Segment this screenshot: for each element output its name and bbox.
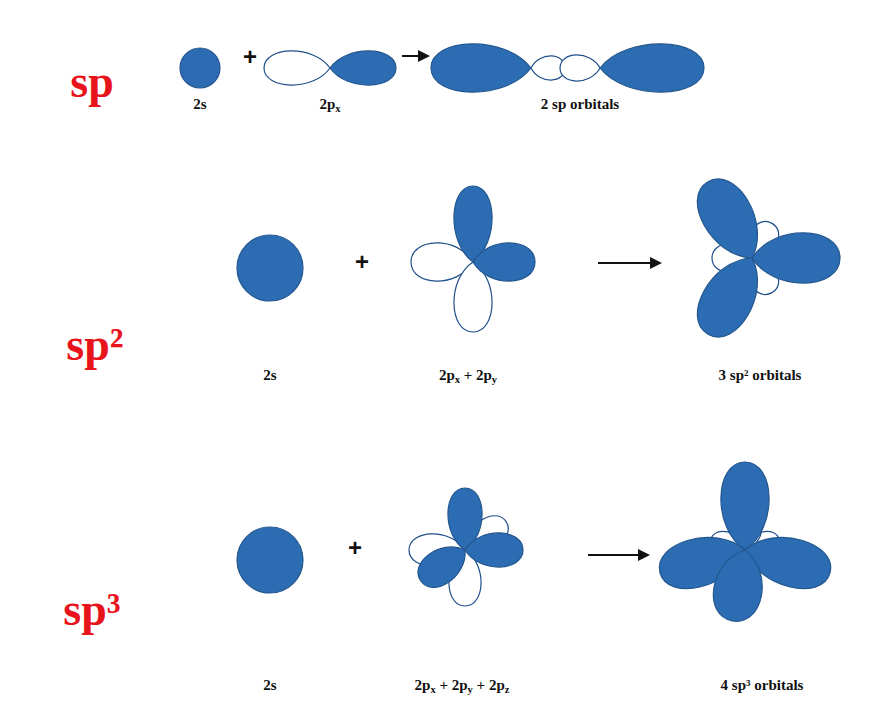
- s-orbital: [237, 527, 303, 593]
- hybrid-title: sp²: [66, 322, 123, 368]
- reaction-arrow: [402, 50, 430, 62]
- sp2-orbitals: [686, 169, 840, 347]
- orbital-label: 2s: [193, 97, 206, 112]
- orbital-label: 2s: [263, 368, 276, 383]
- reaction-arrow: [588, 549, 650, 561]
- blue-lobe: [473, 243, 535, 281]
- sp3-orbitals: [654, 462, 836, 625]
- blue-lobe: [721, 462, 769, 550]
- orbital-label: 4 sp³ orbitals: [721, 678, 804, 693]
- p-orbitals: [411, 186, 535, 332]
- plus-sign: +: [355, 250, 369, 274]
- sp-orbitals: [431, 44, 704, 92]
- blue-lobe: [330, 51, 396, 85]
- blue-lobe: [411, 536, 475, 595]
- arrow-head: [650, 257, 662, 269]
- p-orbital: [264, 51, 396, 85]
- s-orbital: [237, 235, 303, 301]
- reaction-arrow: [598, 257, 662, 269]
- blue-lobe: [709, 546, 769, 625]
- plus-sign: +: [348, 536, 362, 560]
- arrow-head: [638, 549, 650, 561]
- blue-lobe: [686, 169, 773, 270]
- arrow-shaft: [598, 262, 654, 264]
- s-orbital: [180, 48, 220, 88]
- blue-lobe: [752, 233, 840, 283]
- orbital-label: 2s: [263, 678, 276, 693]
- orbital-label: 2px: [319, 97, 340, 112]
- orbital-label: 3 sp² orbitals: [719, 368, 802, 383]
- orbital-label: 2px + 2py + 2pz: [415, 678, 510, 693]
- arrow-shaft: [588, 554, 642, 556]
- blue-lobe: [600, 44, 704, 92]
- blue-lobe: [465, 533, 523, 567]
- arrow-head: [418, 50, 430, 62]
- plus-sign: +: [243, 45, 257, 69]
- orbital-label: 2px + 2py: [439, 368, 497, 383]
- hybrid-title: sp³: [63, 587, 120, 633]
- blue-lobe: [431, 44, 531, 92]
- blue-lobe: [686, 245, 773, 346]
- white-lobe: [264, 51, 330, 85]
- p-orbitals: [409, 488, 523, 606]
- orbital-label: 2 sp orbitals: [541, 97, 619, 112]
- hybrid-title: sp: [70, 59, 113, 105]
- white-lobe: [560, 55, 600, 81]
